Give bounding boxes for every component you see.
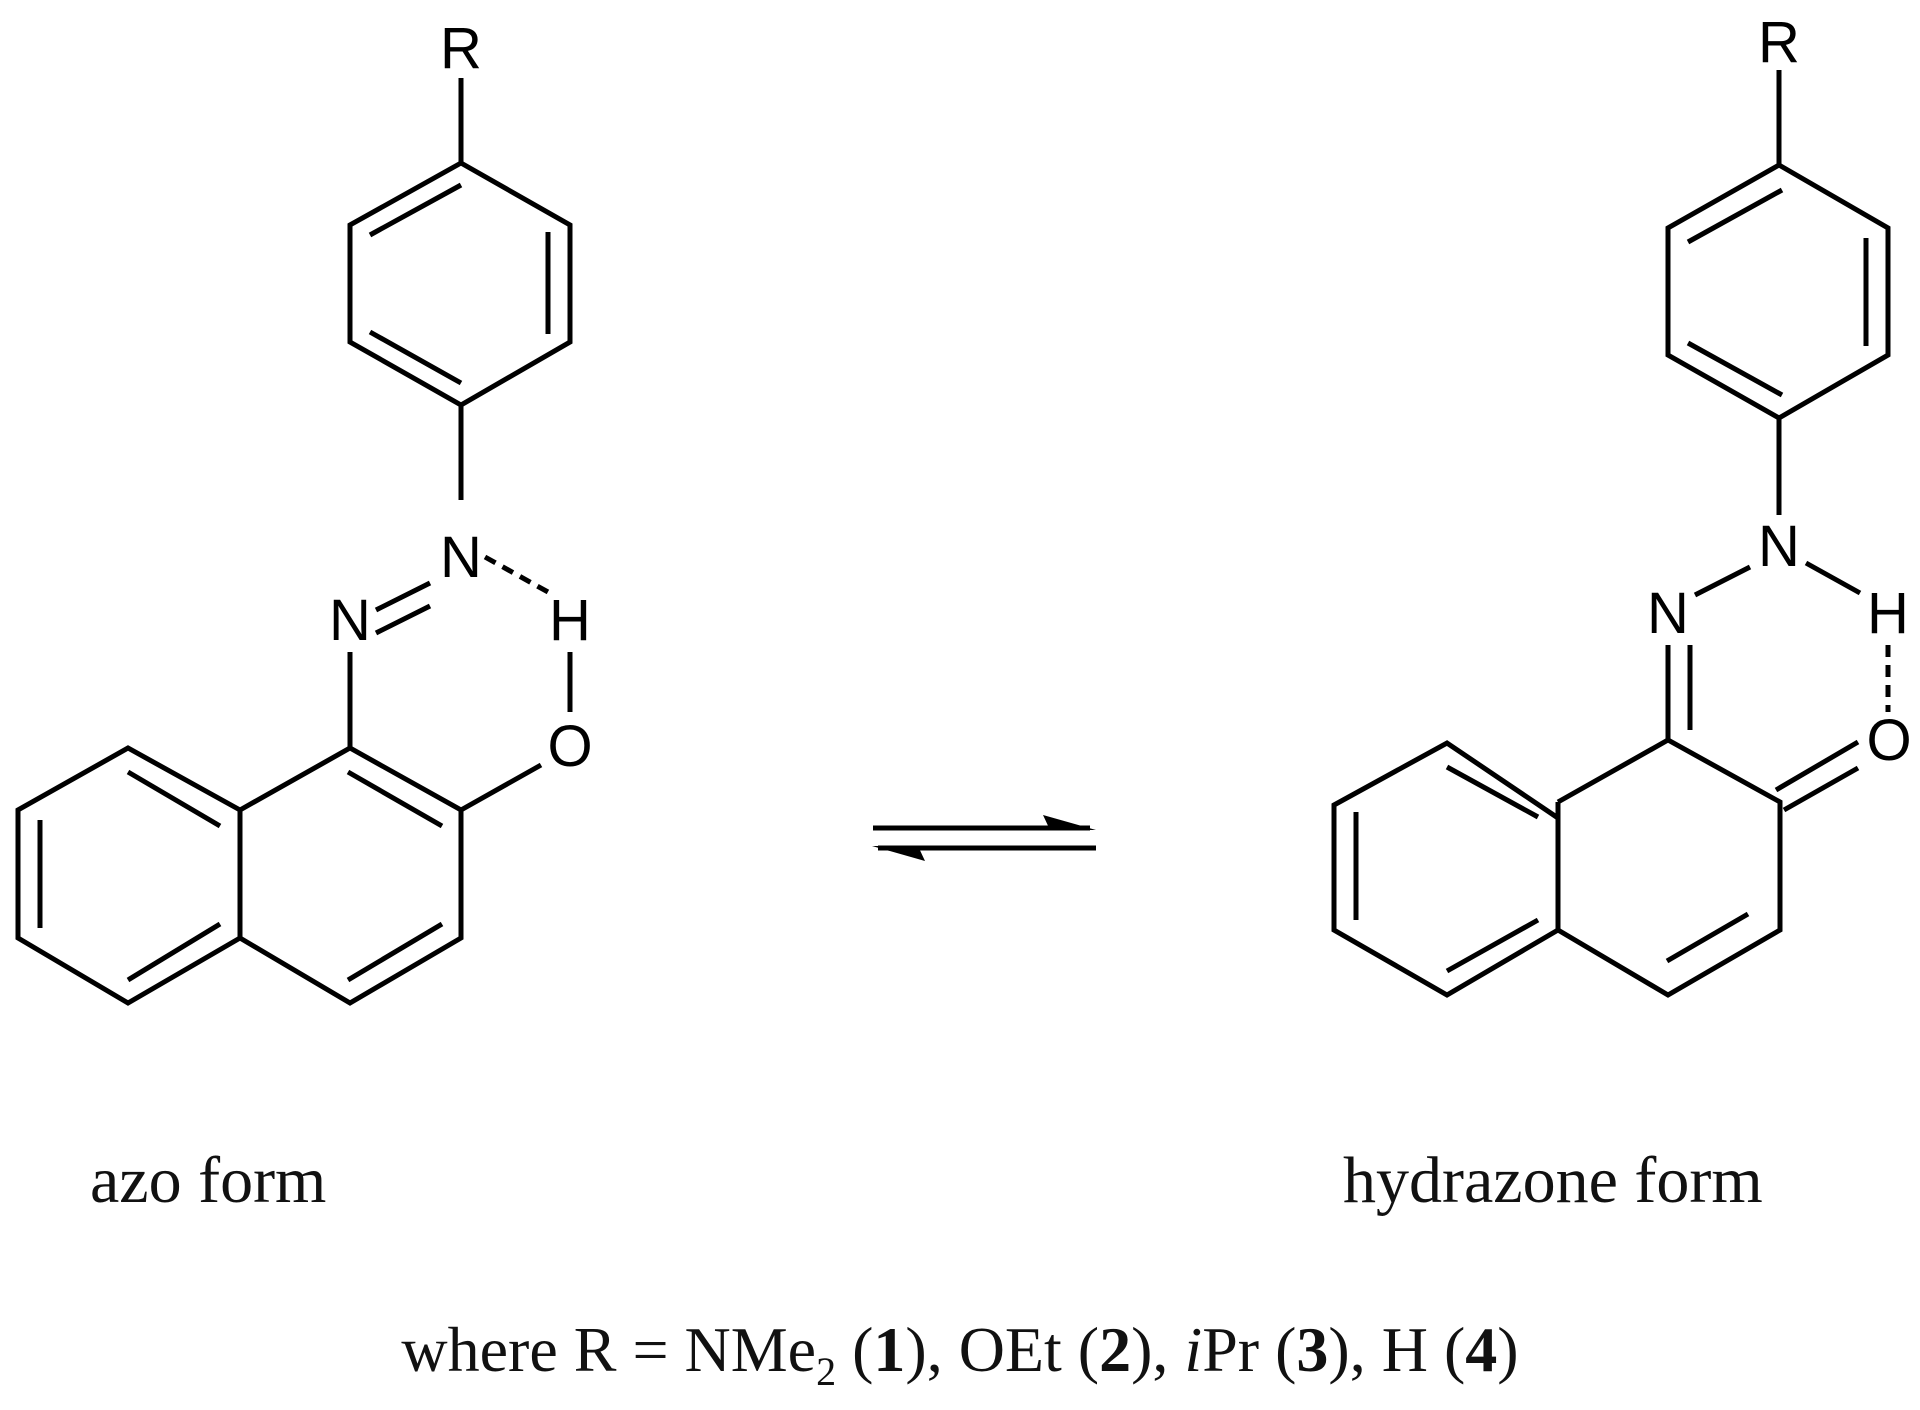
azo-form-label: azo form (90, 1144, 327, 1217)
azo-r-label: R (440, 16, 482, 81)
hydrazone-n-lower: N (1647, 581, 1689, 646)
caption-item-1: NMe2 (1) (684, 1314, 927, 1394)
azo-naphthalene (15, 745, 464, 1006)
azo-phenyl-ring (347, 160, 573, 408)
hydrazone-naphthalene (1331, 737, 1783, 998)
azo-oxygen: O (547, 714, 592, 779)
hydrazone-form-label: hydrazone form (1343, 1144, 1763, 1217)
caption-item-4: H (4) (1381, 1314, 1519, 1385)
hydrazone-r-label: R (1758, 10, 1800, 75)
azo-hydrogen: H (549, 588, 591, 653)
caption-prefix: where R = (401, 1314, 685, 1385)
hydrazone-hydrogen: H (1867, 581, 1909, 646)
azo-n-lower: N (329, 588, 371, 653)
azo-n-upper: N (440, 525, 482, 590)
hydrazone-phenyl-ring (1665, 162, 1891, 421)
hydrazone-structure: R N N H O (1331, 10, 1912, 998)
azo-structure: R N N H O (15, 16, 593, 1006)
scheme-caption: where R = NMe2 (1), OEt (2), iPr (3), H … (401, 1314, 1519, 1394)
hydrazone-n-upper: N (1758, 514, 1800, 579)
caption-item-3: iPr (3) (1184, 1314, 1350, 1385)
equilibrium-arrows-icon (872, 815, 1096, 861)
caption-item-2: OEt (2) (958, 1314, 1153, 1385)
hydrazone-oxygen: O (1866, 708, 1911, 773)
